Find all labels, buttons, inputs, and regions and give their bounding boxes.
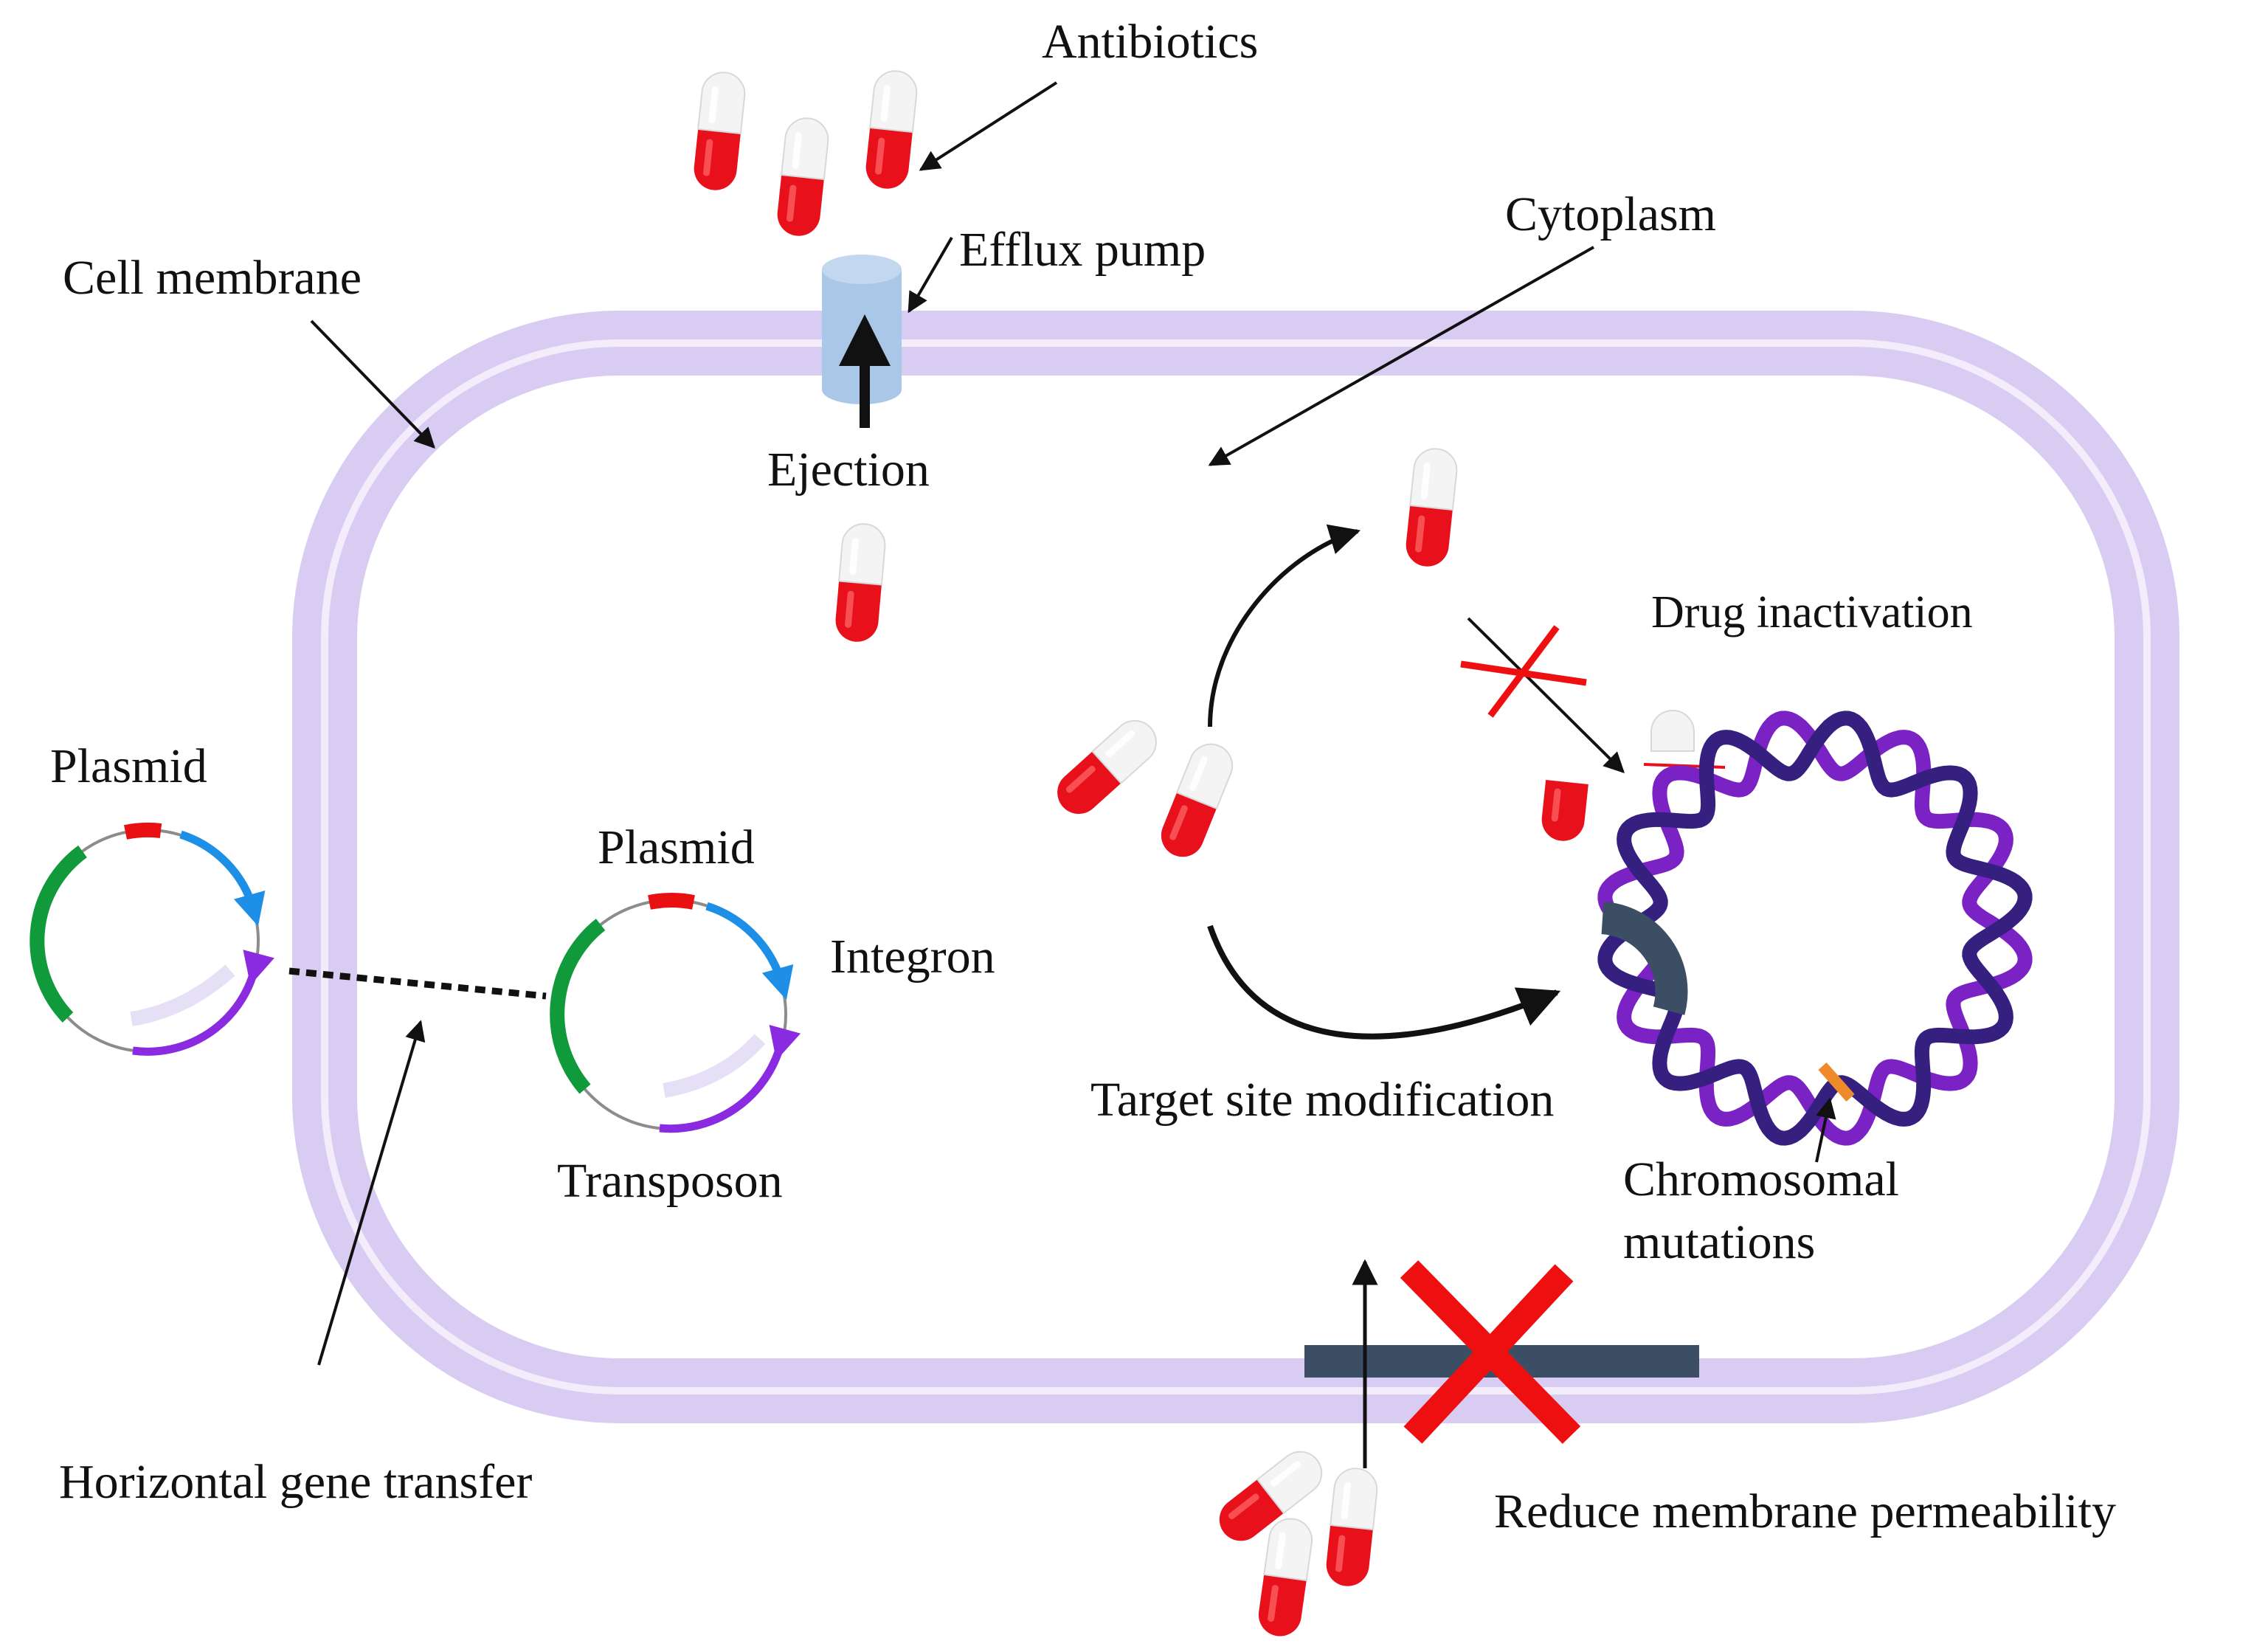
plasmid-inside: [550, 893, 801, 1133]
inactivation-arrow: [1467, 617, 1625, 773]
antibiotics-label: Antibiotics: [1042, 15, 1258, 69]
antibiotic-capsule-ejected: [833, 521, 888, 645]
cytoplasm-pointer: [1208, 246, 1594, 466]
antibiotic-capsule-cycle-center: [1154, 736, 1240, 865]
reduce-membrane-permeability-label: Reduce membrane permeability: [1494, 1485, 2116, 1538]
transposon-label: Transposon: [557, 1154, 783, 1208]
plasmid-outside: [30, 822, 274, 1056]
cell-membrane-label: Cell membrane: [63, 251, 362, 305]
cytoplasm-label: Cytoplasm: [1505, 187, 1716, 241]
permeability-block-x: [1400, 1260, 1581, 1444]
integron-label: Integron: [830, 930, 995, 984]
antibiotic-capsules-below: [1210, 1442, 1380, 1640]
plasmid-outside-label: Plasmid: [50, 739, 207, 793]
cell-membrane: [292, 311, 2179, 1423]
ejection-label: Ejection: [767, 443, 930, 497]
antibiotic-capsule-cycle-top: [1403, 446, 1460, 570]
target-site-blocker: [1600, 902, 1688, 1015]
cycle-arrow-up: [1208, 524, 1361, 727]
horizontal-transfer-line: [288, 967, 547, 1000]
horizontal-gene-transfer-label: Horizontal gene transfer: [59, 1455, 532, 1509]
efflux-pump-label: Efflux pump: [959, 223, 1206, 277]
chromosomal-dna: [1597, 711, 2033, 1146]
efflux-pump-pointer: [908, 236, 953, 314]
cell-membrane-pointer: [310, 319, 435, 449]
antibiotics-pointer: [919, 81, 1058, 171]
drug-inactivation-label: Drug inactivation: [1651, 587, 1973, 637]
plasmid-inside-label: Plasmid: [598, 820, 755, 874]
inactivation-block-x: [1460, 625, 1587, 718]
target-site-modification-label: Target site modification: [1090, 1073, 1554, 1127]
antibiotic-capsule-cycle-left: [1048, 711, 1166, 824]
chromosomal-mutations-pointer: [1815, 1097, 1836, 1163]
target-site-modification-arrow: [1207, 925, 1561, 1040]
mutation-marker: [1818, 1062, 1855, 1102]
chromosomal-mutations-label-line2: mutations: [1623, 1215, 1815, 1269]
chromosomal-mutations-label-line1: Chromosomal: [1623, 1152, 1899, 1206]
antibiotic-capsules-outside: [691, 68, 920, 239]
horizontal-transfer-pointer: [317, 1020, 426, 1366]
